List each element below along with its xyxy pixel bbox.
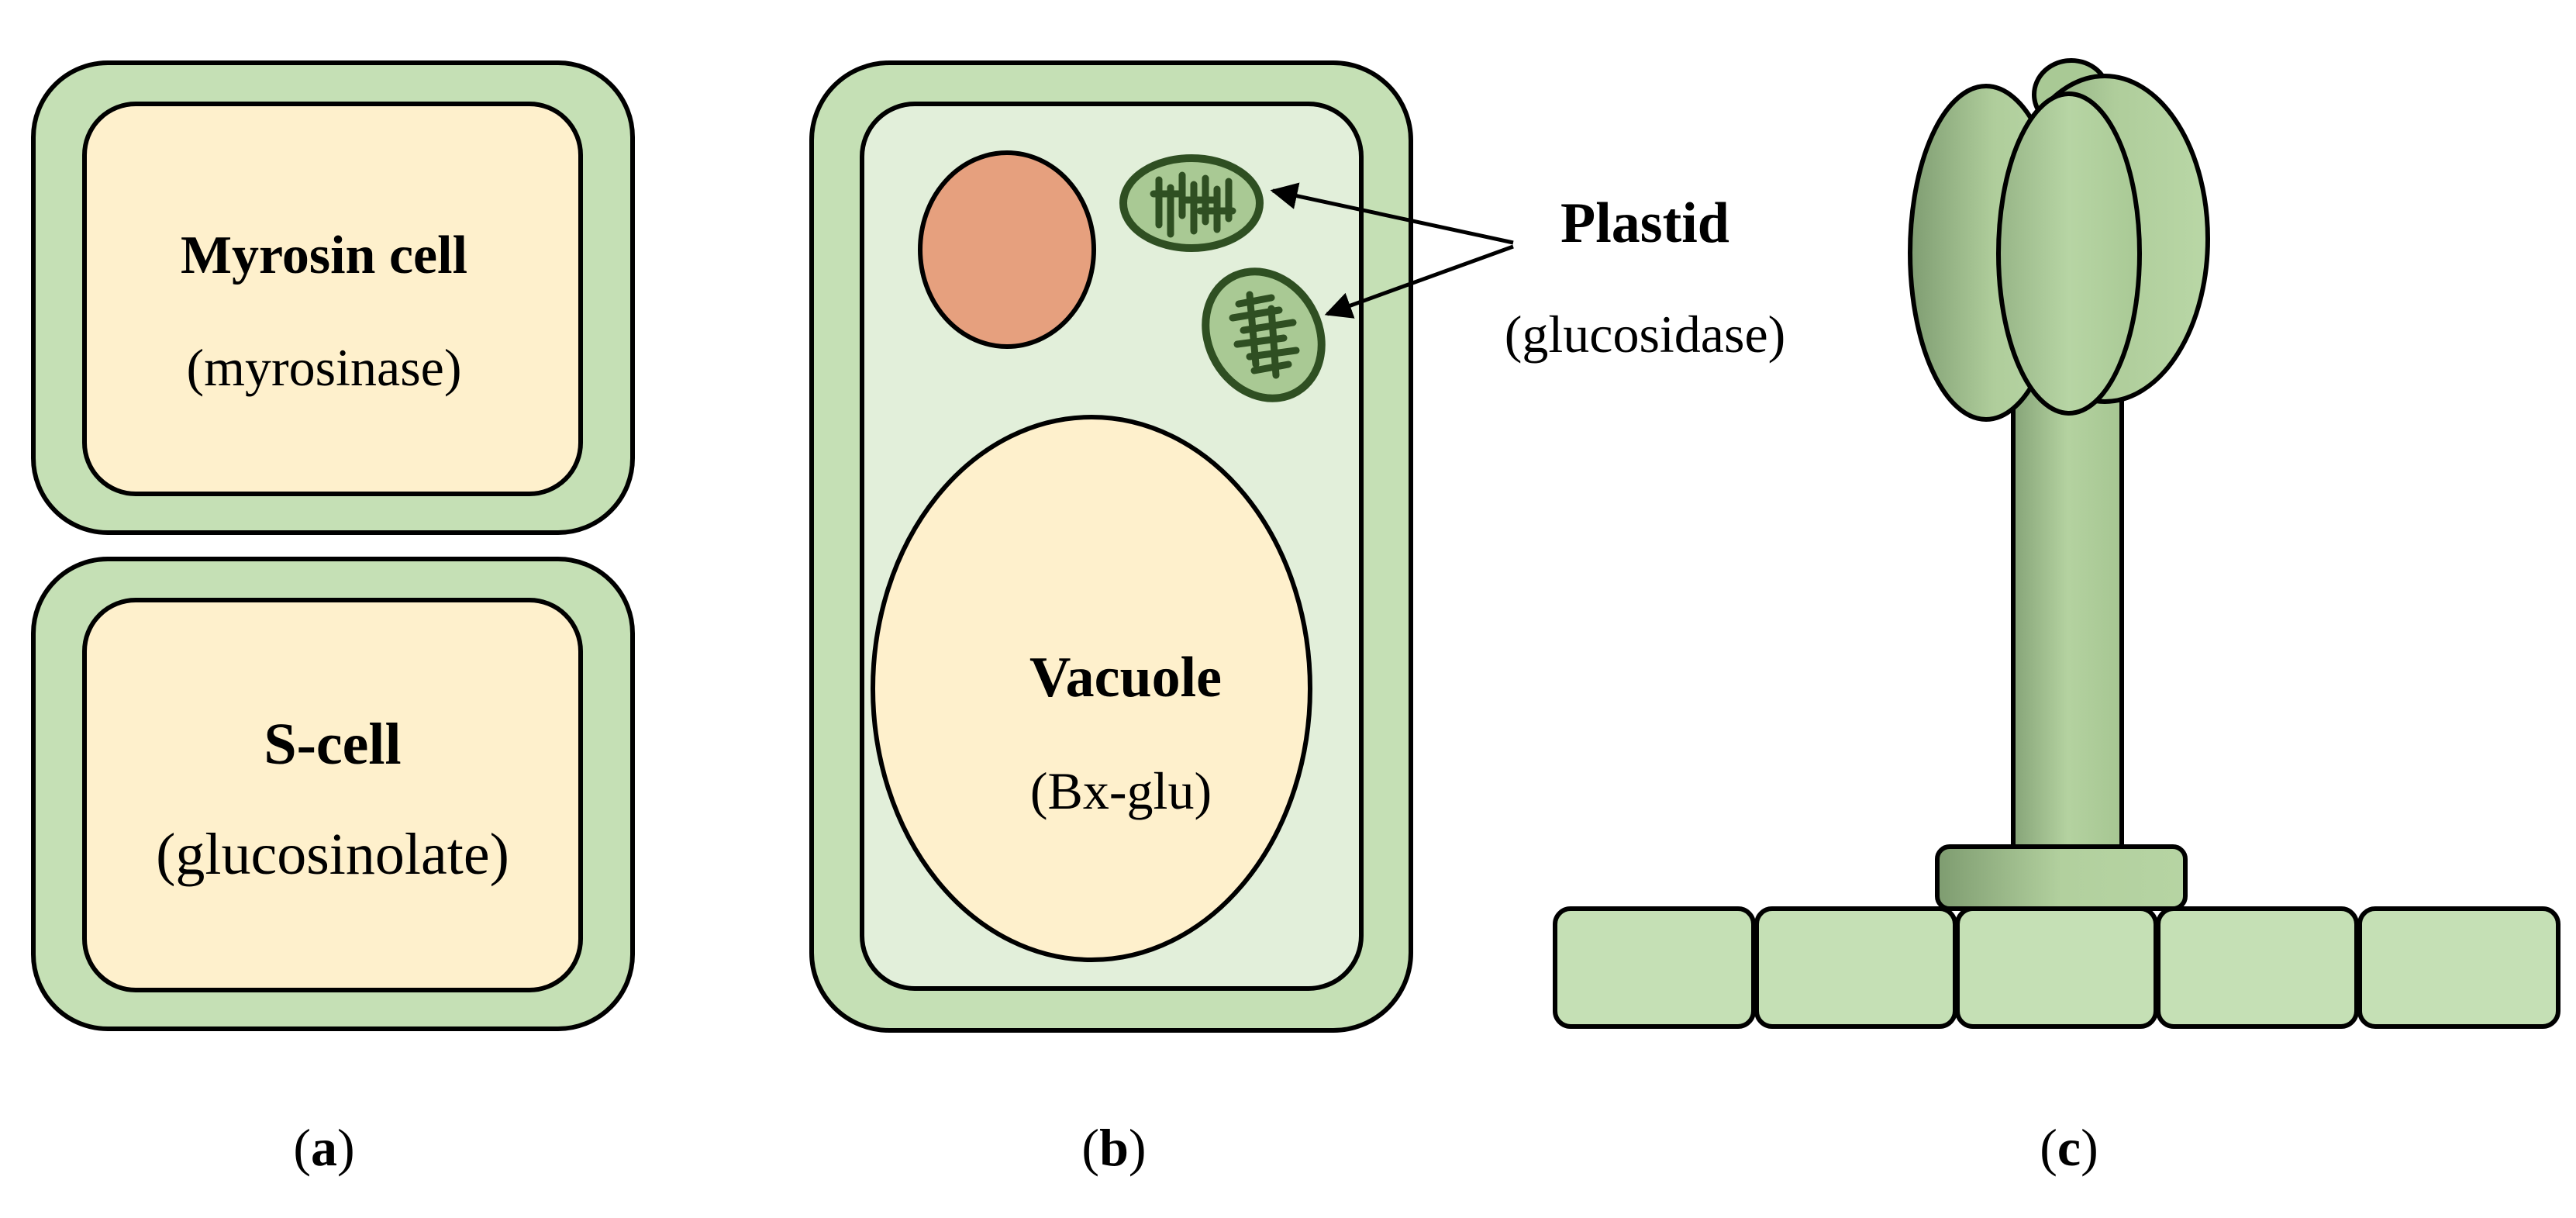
epidermal-cell <box>2156 906 2359 1029</box>
plastid-1-thylakoids <box>1150 171 1236 238</box>
plastid-subtitle: (glucosidase) <box>1505 305 1786 364</box>
trichome-head <box>1908 58 2210 422</box>
plastid-1 <box>1119 154 1264 252</box>
panel-b-caption-close: ) <box>1129 1118 1147 1177</box>
panel-b: Vacuole (Bx-glu) Plastid (glucosidase) (… <box>809 60 1786 1177</box>
nucleus <box>918 150 1096 349</box>
panel-a-caption-open: ( <box>293 1118 311 1177</box>
glandular-trichome <box>1908 58 2210 911</box>
panel-c: (c) <box>1553 58 2560 1177</box>
epidermal-cell <box>2357 906 2560 1029</box>
plastid-arrow-2 <box>1324 244 1514 319</box>
s-cell-interior <box>82 598 583 992</box>
s-cell-subtitle: (glucosinolate) <box>156 822 509 887</box>
epidermal-cell <box>1553 906 1756 1029</box>
panel-b-caption: (b) <box>1081 1118 1146 1177</box>
panel-c-caption-open: ( <box>2040 1118 2057 1177</box>
s-cell-title: S-cell <box>264 712 401 777</box>
epidermal-cell <box>1955 906 2158 1029</box>
panel-a-caption: (a) <box>293 1118 354 1177</box>
myrosin-cell-title: Myrosin cell <box>181 226 467 285</box>
myrosin-cell-subtitle: (myrosinase) <box>186 338 461 397</box>
trichome-base <box>1935 844 2188 911</box>
vacuole-title: Vacuole <box>1029 646 1222 709</box>
panel-b-caption-open: ( <box>1081 1118 1099 1177</box>
panel-a-caption-letter: a <box>311 1118 337 1177</box>
plastid-arrow-1 <box>1270 182 1514 245</box>
panel-a-caption-close: ) <box>337 1118 355 1177</box>
plastid-title: Plastid <box>1560 191 1729 255</box>
vacuole-subtitle: (Bx-glu) <box>1030 761 1212 820</box>
plastid-2-thylakoids <box>1229 291 1300 379</box>
panel-a: Myrosin cell (myrosinase) S-cell (glucos… <box>31 60 635 1177</box>
panel-c-caption: (c) <box>2040 1118 2098 1177</box>
panel-b-caption-letter: b <box>1099 1118 1129 1177</box>
trichome-head-lobe-front <box>1996 91 2142 416</box>
epidermal-cells <box>1553 906 2560 1029</box>
panel-c-caption-close: ) <box>2081 1118 2098 1177</box>
plastid-2 <box>1202 267 1326 402</box>
myrosin-cell: Myrosin cell (myrosinase) <box>31 60 635 535</box>
myrosin-cell-interior <box>82 102 583 496</box>
panel-c-caption-letter: c <box>2057 1118 2081 1177</box>
trichome-stalk <box>2011 362 2124 909</box>
s-cell: S-cell (glucosinolate) <box>31 557 635 1031</box>
epidermal-cell <box>1754 906 1957 1029</box>
vacuole <box>871 415 1312 962</box>
